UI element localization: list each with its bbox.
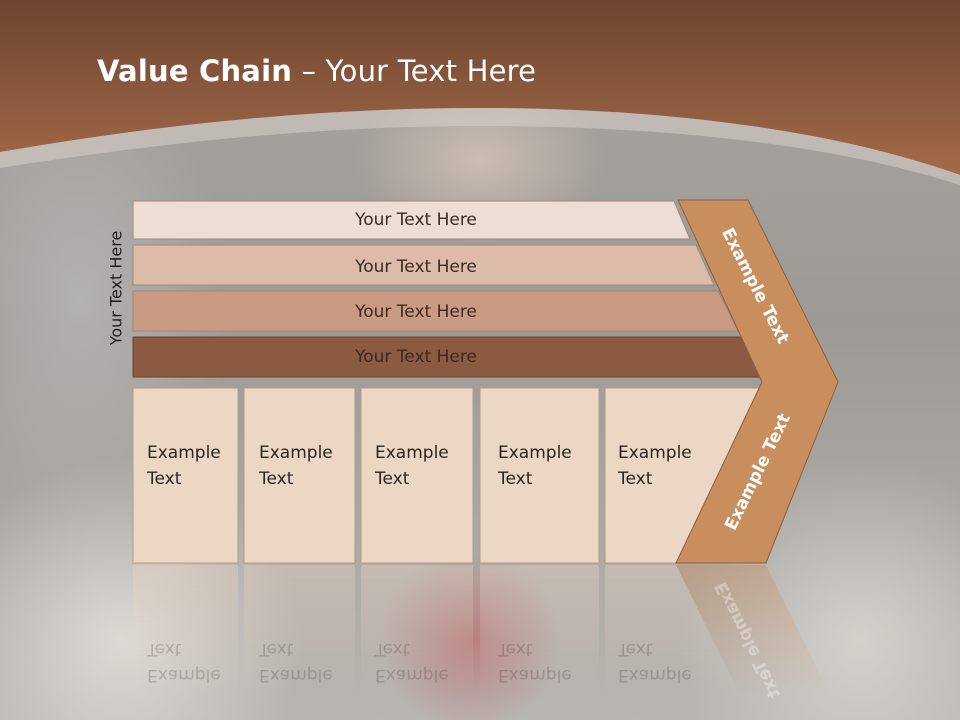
primary-boxes [132,387,763,564]
box-1 [132,387,239,564]
title-rest: – Your Text Here [292,54,537,88]
bar-label-2: Your Text Here [354,257,477,277]
margin-chevron [675,199,839,564]
boxes-reflection [133,565,830,695]
box-4 [479,387,600,564]
title-bold: Value Chain [97,54,293,88]
bar-label-1: Your Text Here [354,210,477,230]
header-band [0,0,960,185]
bar-1 [132,200,691,240]
support-bars: Your Text Here Your Text Here Your Text … [132,200,763,378]
bar-label-3: Your Text Here [354,302,477,322]
slide-title: Value Chain – Your Text Here [97,54,536,88]
box-2 [243,387,356,564]
bar-label-4: Your Text Here [354,347,477,367]
box-3 [360,387,474,564]
bar-2 [132,244,715,286]
